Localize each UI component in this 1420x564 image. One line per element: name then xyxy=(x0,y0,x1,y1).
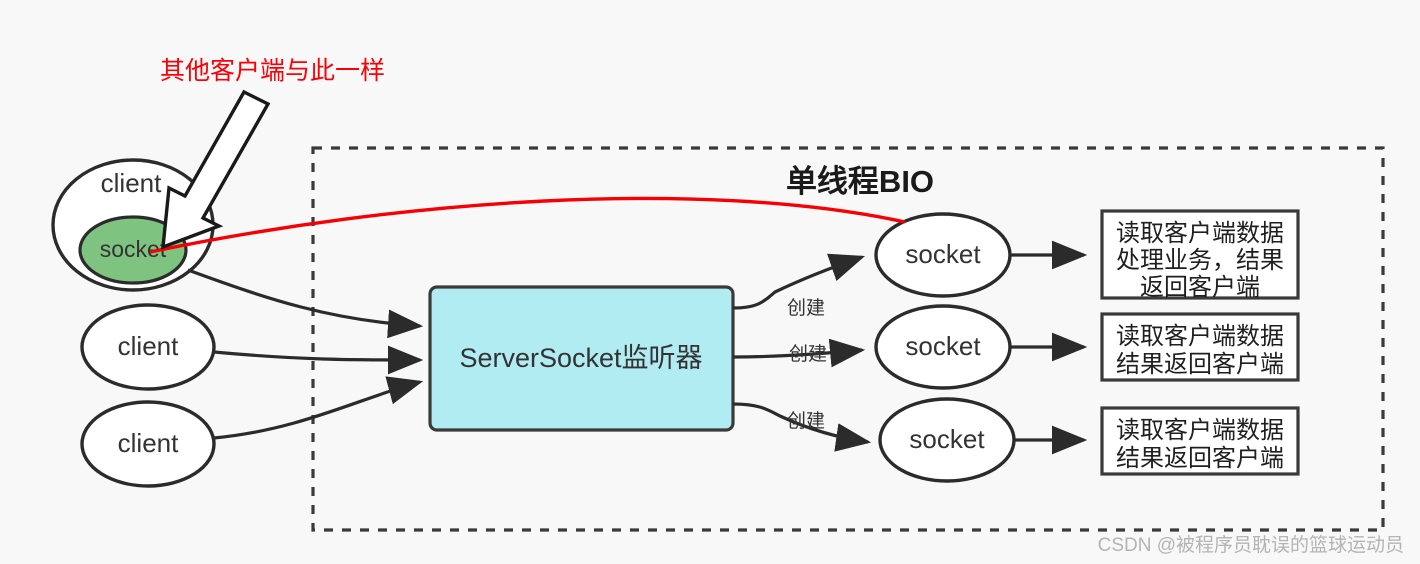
create-label-3: 创建 xyxy=(787,410,825,432)
handler-box-3-line-2: 结果返回客户端 xyxy=(1116,445,1284,472)
edge-client1-to-server xyxy=(187,268,424,339)
serversocket-label: ServerSocket监听器 xyxy=(459,343,702,373)
csdn-watermark: CSDN @被程序员耽误的篮球运动员 xyxy=(1098,534,1404,556)
create-label-2: 创建 xyxy=(789,343,827,365)
edge-server-to-socket-2 xyxy=(732,338,866,368)
handler-box-2-line-2: 结果返回客户端 xyxy=(1116,351,1284,378)
edge-server-to-socket-1 xyxy=(732,253,866,310)
red-link-client-socket-to-server-socket xyxy=(149,196,906,254)
handler-box-2[interactable] xyxy=(1100,312,1300,382)
handler-box-1-line-2: 处理业务，结果 xyxy=(1116,247,1284,274)
single-thread-bio-group xyxy=(311,146,1385,532)
client-socket-ellipse[interactable] xyxy=(78,215,188,285)
client-label-2: client xyxy=(118,331,179,361)
create-label-1: 创建 xyxy=(787,297,825,319)
handler-box-3[interactable] xyxy=(1100,406,1300,476)
handler-box-2-line-1: 读取客户端数据 xyxy=(1116,323,1284,350)
client-label-1: client xyxy=(101,168,162,198)
server-socket-label-3: socket xyxy=(909,424,985,454)
client-label-3: client xyxy=(118,428,179,458)
edge-client2-to-server xyxy=(213,345,424,375)
annotation-text: 其他客户端与此一样 xyxy=(160,57,385,85)
edge-server-to-socket-3 xyxy=(732,402,872,452)
group-title: 单线程BIO xyxy=(786,164,934,199)
handler-box-1-line-1: 读取客户端数据 xyxy=(1116,220,1284,247)
handler-box-1[interactable] xyxy=(1100,209,1300,300)
handler-box-1-line-3: 返回客户端 xyxy=(1140,274,1260,301)
handler-box-3-line-1: 读取客户端数据 xyxy=(1116,417,1284,444)
server-socket-label-1: socket xyxy=(905,239,981,269)
server-socket-label-2: socket xyxy=(905,331,981,361)
client-ellipse-2[interactable] xyxy=(80,303,216,391)
edge-client3-to-server xyxy=(213,376,424,440)
client-socket-label: socket xyxy=(100,236,167,262)
client-ellipse-3[interactable] xyxy=(80,400,216,488)
callout-arrow-icon xyxy=(161,89,271,250)
